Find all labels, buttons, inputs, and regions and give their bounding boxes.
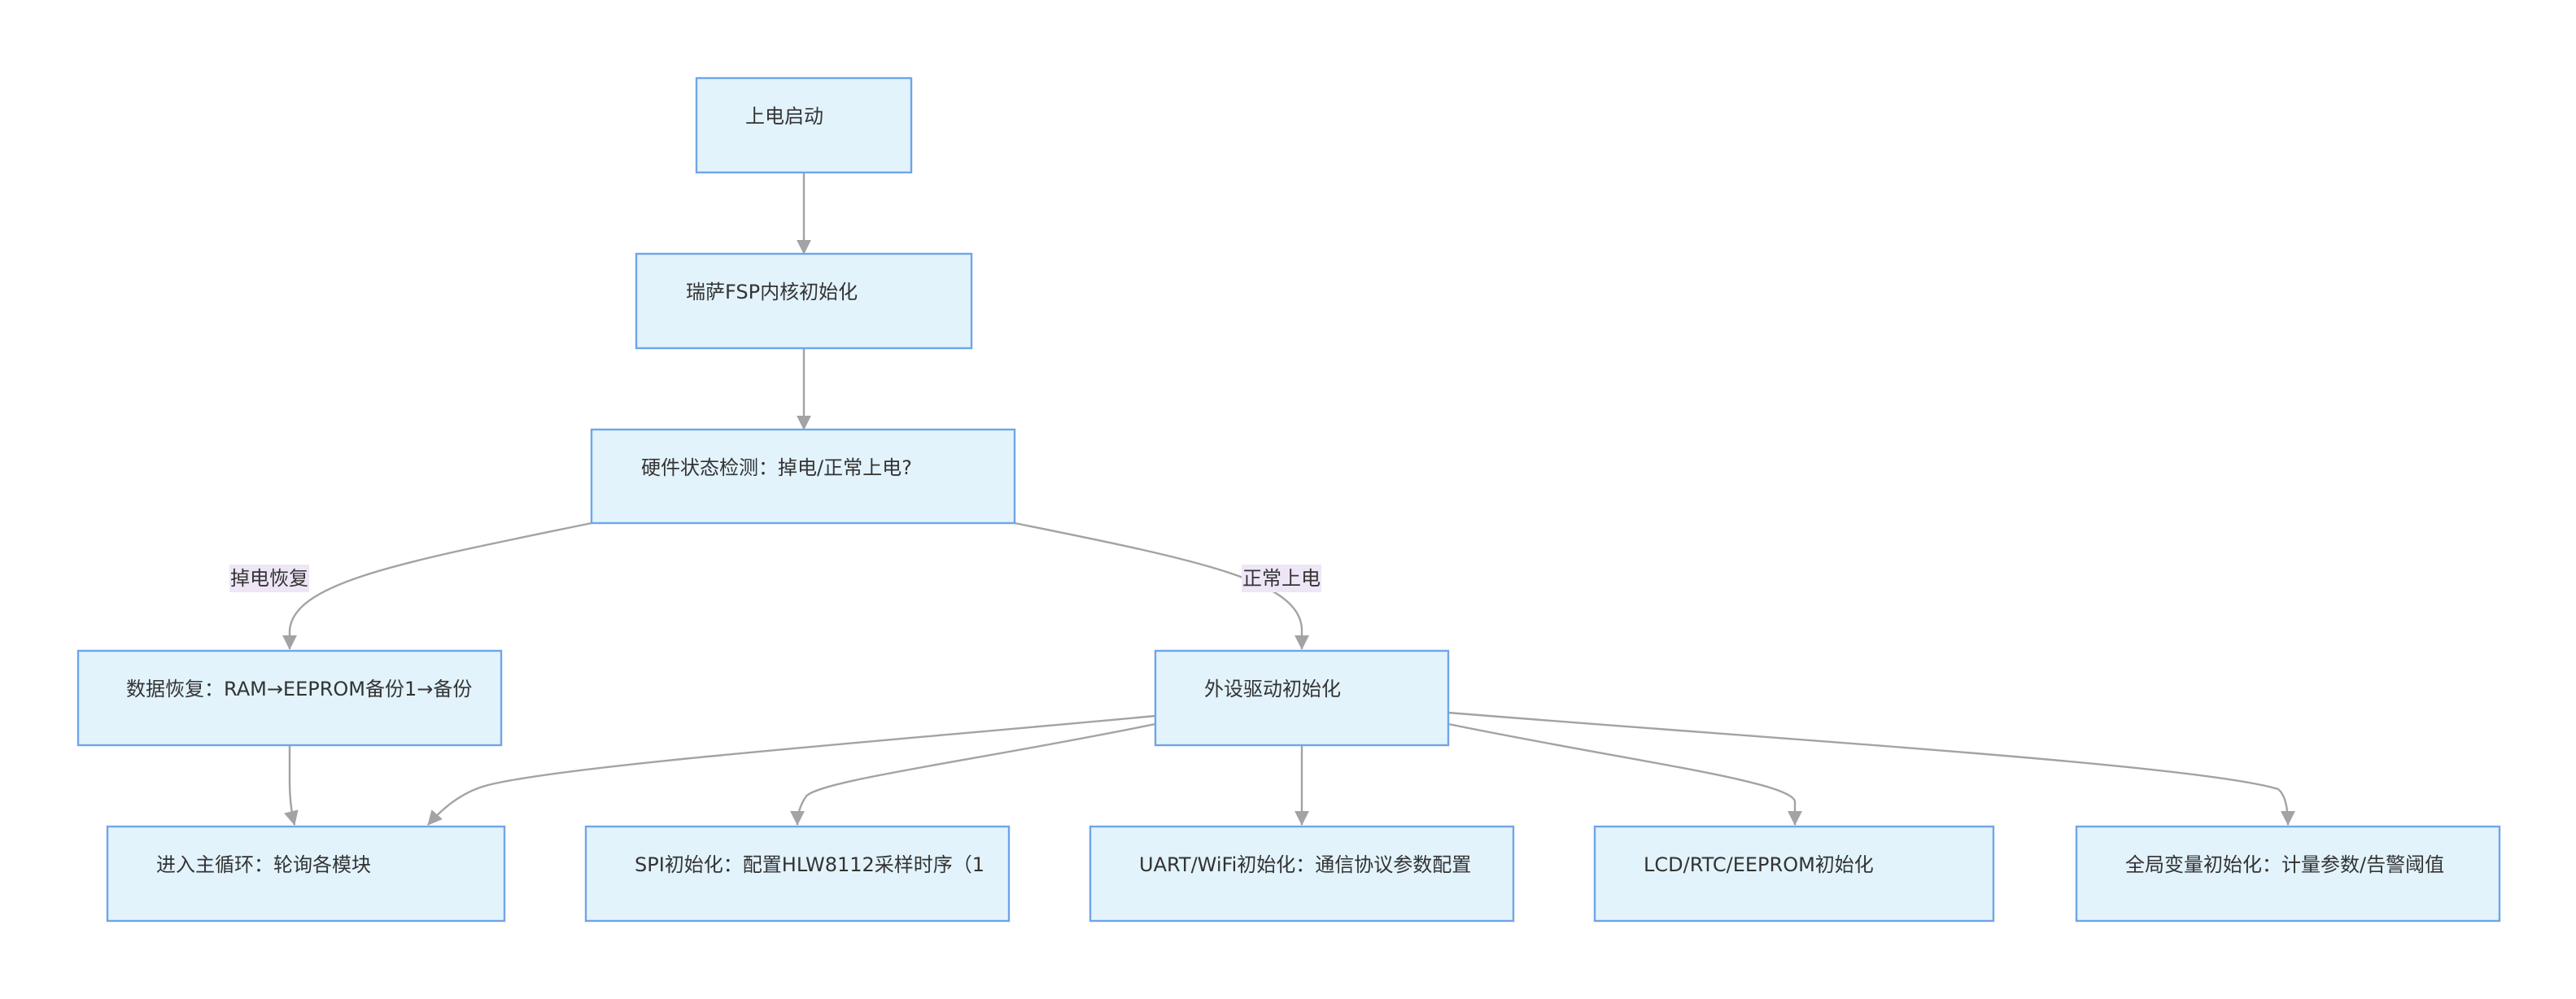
node-main-loop[interactable]: 进入主循环：轮询各模块 [106,825,506,923]
node-data-restore[interactable]: 数据恢复：RAM→EEPROM备份1→备份 [76,649,503,747]
edge-label-normal-power: 正常上电 [1242,565,1321,592]
node-global-init[interactable]: 全局变量初始化：计量参数/告警阈值 [2075,825,2501,923]
node-fsp-init[interactable]: 瑞萨FSP内核初始化 [635,252,973,350]
edge-label-power-fail-text: 掉电恢复 [230,567,308,590]
edge-periph-init-to-global-init [1447,711,2295,826]
node-hw-check-label: 硬件状态检测：掉电/正常上电? [641,456,912,479]
node-spi-init-label: SPI初始化：配置HLW8112采样时序（1 [635,853,985,876]
node-power-on-label: 上电启动 [745,105,823,128]
edge-hw-check-to-data-restore [282,521,592,650]
node-hw-check[interactable]: 硬件状态检测：掉电/正常上电? [590,428,1016,525]
node-lcd-init-label: LCD/RTC/EEPROM初始化 [1644,853,1874,876]
edge-label-normal-power-text: 正常上电 [1242,567,1321,590]
edge-data-restore-to-main-loop [284,745,299,826]
node-data-restore-label: 数据恢复：RAM→EEPROM备份1→备份 [126,678,472,700]
node-uart-init-label: UART/WiFi初始化：通信协议参数配置 [1139,853,1471,876]
node-power-on[interactable]: 上电启动 [695,76,913,174]
node-uart-init[interactable]: UART/WiFi初始化：通信协议参数配置 [1089,825,1515,923]
edges [282,172,2295,826]
edge-periph-init-to-spi-init [790,722,1156,826]
node-main-loop-label: 进入主循环：轮询各模块 [156,853,371,876]
node-periph-init[interactable]: 外设驱动初始化 [1154,649,1450,747]
edge-label-power-fail: 掉电恢复 [229,565,309,592]
node-global-init-label: 全局变量初始化：计量参数/告警阈值 [2125,853,2444,876]
edge-periph-init-to-main-loop [427,714,1156,826]
node-spi-init[interactable]: SPI初始化：配置HLW8112采样时序（1 [584,825,1011,923]
node-lcd-init[interactable]: LCD/RTC/EEPROM初始化 [1593,825,1995,923]
edge-hw-check-to-periph-init [1014,521,1309,650]
edge-periph-init-to-lcd-init [1447,722,1802,826]
node-fsp-init-label: 瑞萨FSP内核初始化 [686,281,858,303]
node-periph-init-label: 外设驱动初始化 [1204,678,1341,700]
